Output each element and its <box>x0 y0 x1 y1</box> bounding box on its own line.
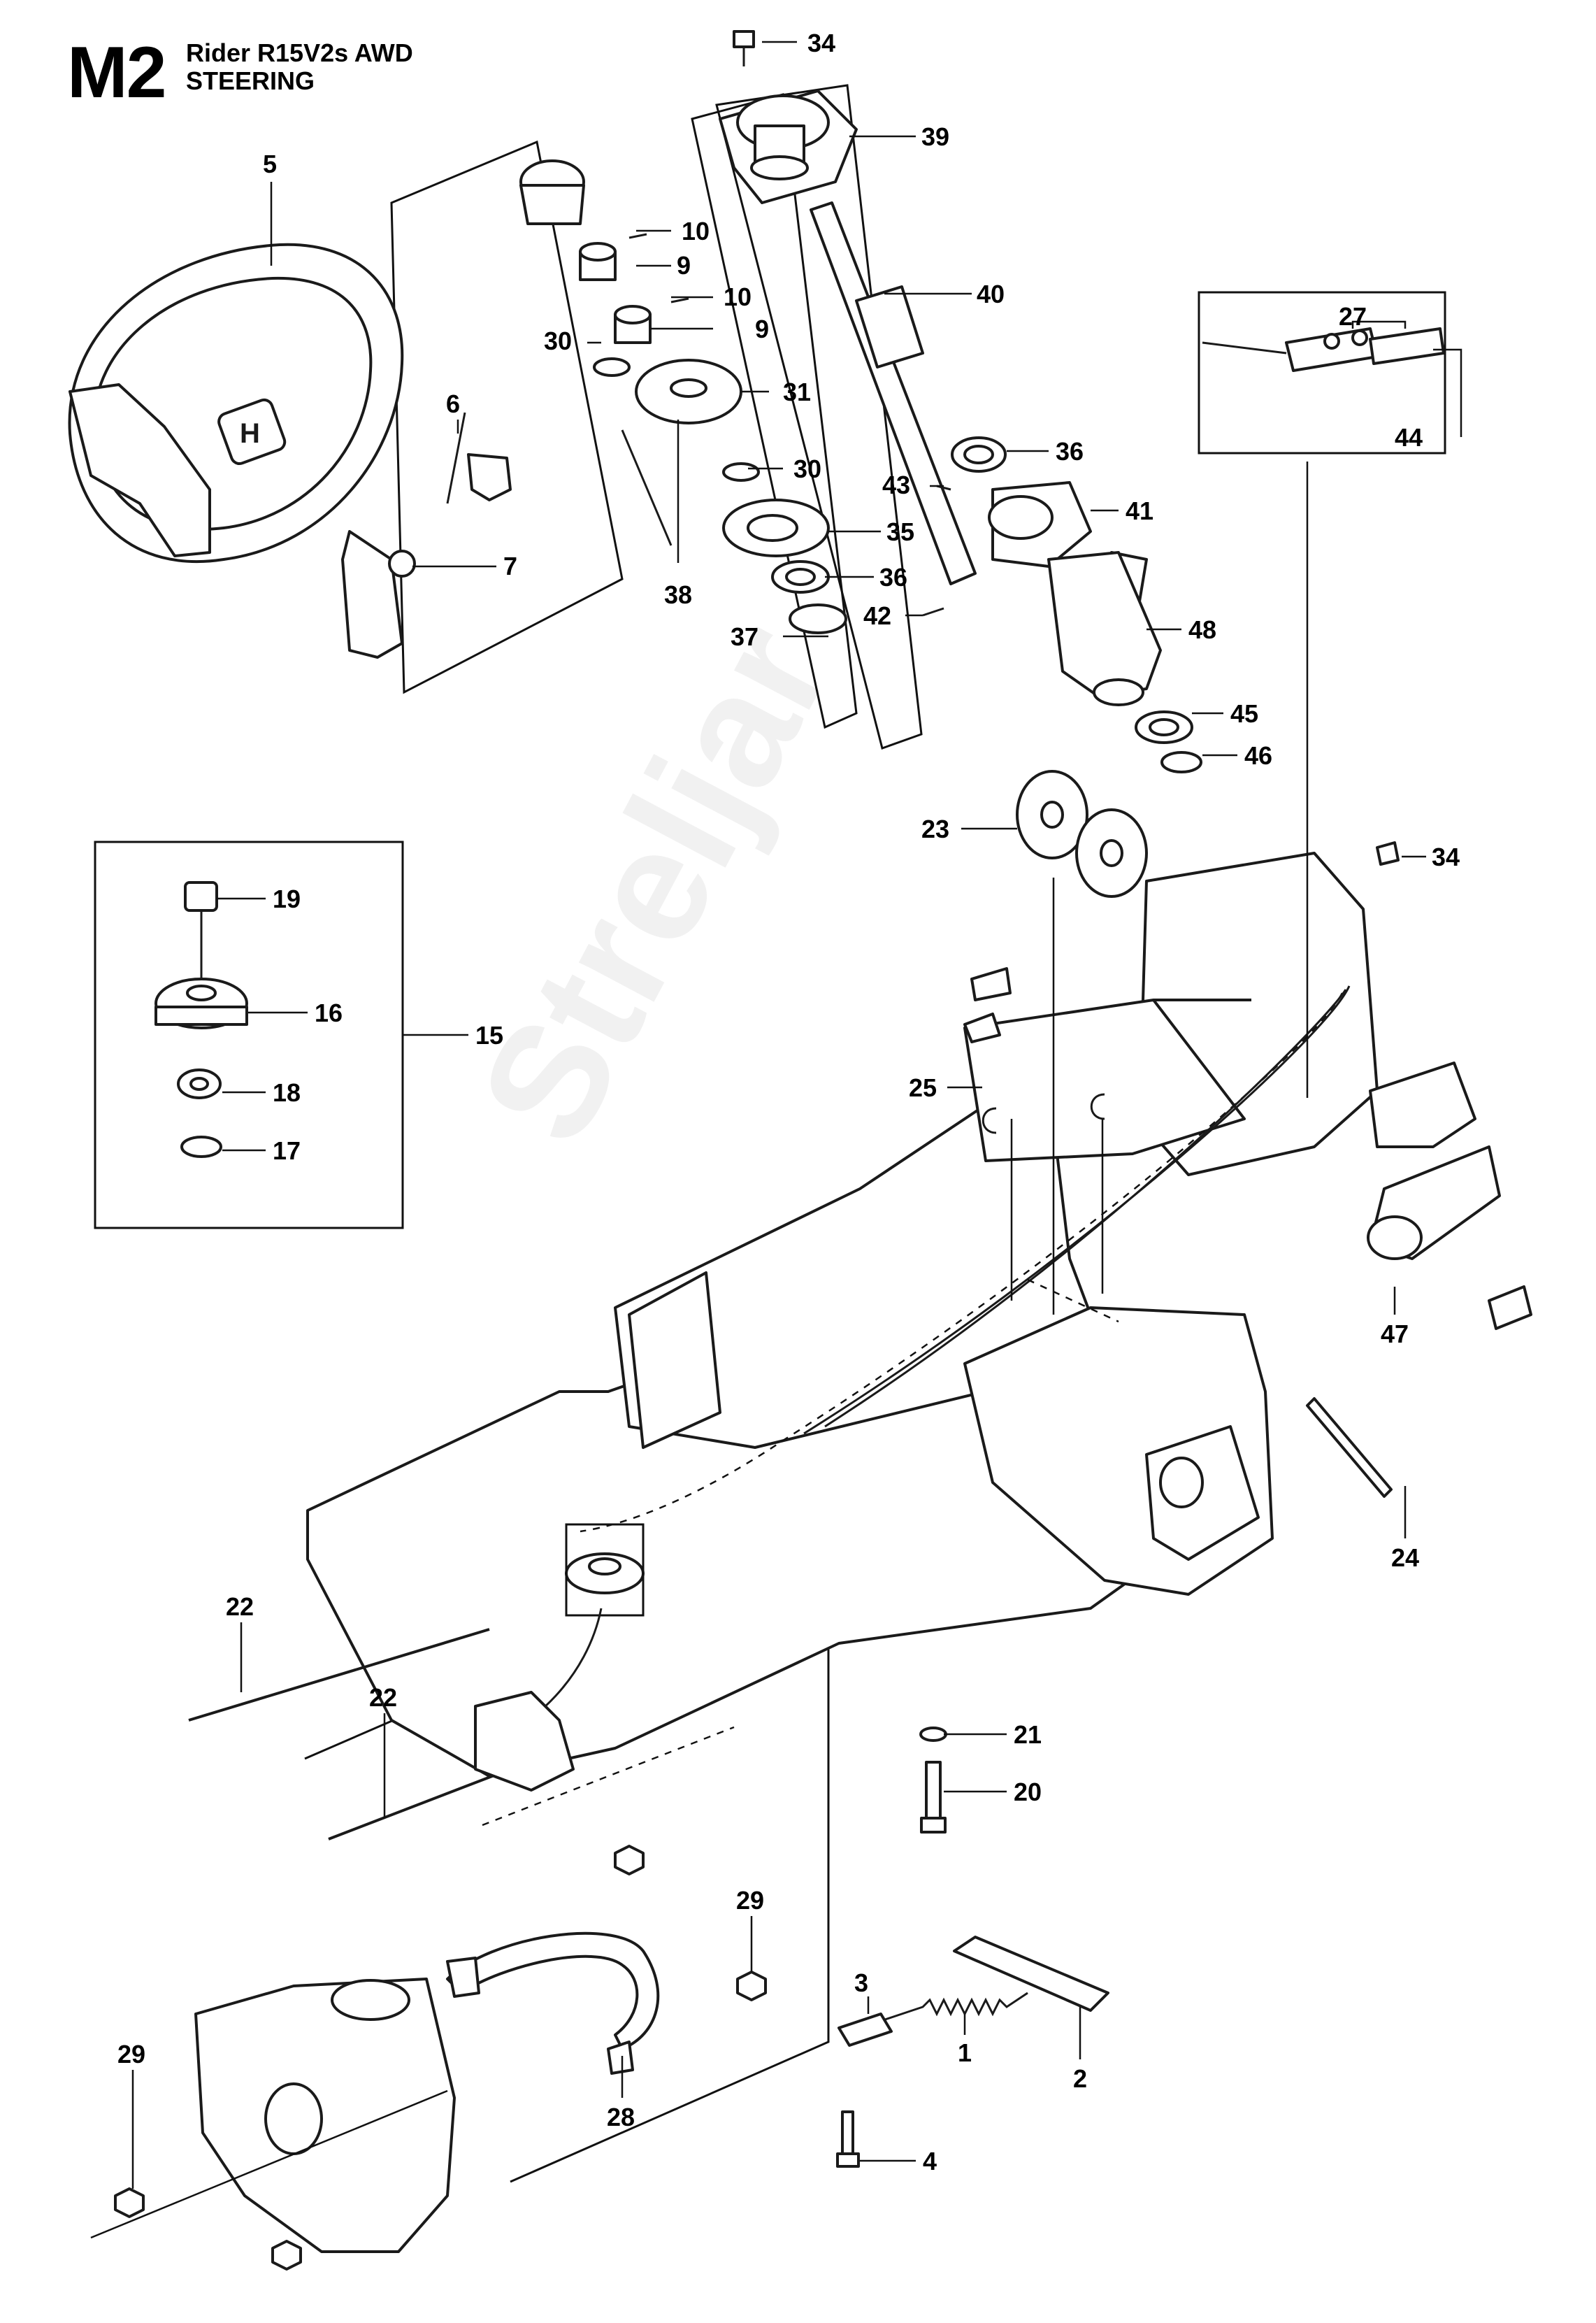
callout-29-left: 29 <box>117 2040 145 2068</box>
pulleys <box>1016 770 1400 898</box>
callout-40: 40 <box>977 280 1005 308</box>
callout-21: 21 <box>1014 1720 1042 1749</box>
callout-22-lower: 22 <box>369 1683 397 1712</box>
callout-38: 38 <box>664 580 692 609</box>
callout-44: 44 <box>1395 423 1423 452</box>
callout-10-lower: 10 <box>724 283 752 311</box>
callout-17: 17 <box>273 1136 301 1165</box>
callout-1: 1 <box>958 2038 972 2067</box>
callout-18: 18 <box>273 1078 301 1107</box>
callout-34-top: 34 <box>807 29 835 57</box>
callout-36-upper: 36 <box>1056 437 1084 466</box>
column-bushings <box>519 159 951 634</box>
callout-31: 31 <box>783 378 811 406</box>
callout-45: 45 <box>1230 699 1258 728</box>
callout-23: 23 <box>921 815 949 843</box>
svg-text:H: H <box>240 418 260 449</box>
watermark: Streljar <box>445 596 863 1170</box>
callout-39: 39 <box>921 122 949 151</box>
callout-20: 20 <box>1014 1778 1042 1806</box>
pulley-location-box <box>565 1523 645 1617</box>
frame <box>306 462 1532 1778</box>
callout-25: 25 <box>909 1073 937 1102</box>
callout-6: 6 <box>446 389 460 418</box>
steering-wheel-box <box>390 140 624 694</box>
callout-43: 43 <box>882 471 910 499</box>
callout-35: 35 <box>886 517 914 546</box>
callout-27: 27 <box>1339 302 1367 331</box>
callout-22-upper: 22 <box>226 1592 254 1621</box>
callout-2: 2 <box>1073 2064 1087 2093</box>
callout-5: 5 <box>263 150 277 178</box>
callout-46: 46 <box>1244 741 1272 770</box>
callout-19: 19 <box>273 885 301 913</box>
model-title: Rider R15V2s AWD <box>186 38 413 67</box>
callout-36-lower: 36 <box>879 563 907 592</box>
callout-30-lower: 30 <box>793 455 821 483</box>
callout-15: 15 <box>475 1021 503 1050</box>
callout-30-upper: 30 <box>544 327 572 355</box>
chain-detail <box>1202 327 1445 372</box>
callout-41: 41 <box>1126 496 1153 525</box>
callout-28: 28 <box>607 2103 635 2131</box>
callout-34-right: 34 <box>1432 843 1460 871</box>
callout-48: 48 <box>1188 615 1216 644</box>
callout-9-lower: 9 <box>755 315 769 343</box>
callout-29-right: 29 <box>736 1886 764 1915</box>
callout-3: 3 <box>854 1968 868 1997</box>
callout-24: 24 <box>1391 1543 1419 1572</box>
leader-lines <box>131 41 1462 2189</box>
callout-4: 4 <box>923 2147 937 2175</box>
steering-column <box>719 30 1202 773</box>
pulley-detail-box <box>94 841 404 1229</box>
callout-10-top: 10 <box>682 217 710 245</box>
callout-16: 16 <box>315 999 343 1027</box>
section-title: STEERING <box>186 66 315 95</box>
callout-7: 7 <box>503 552 517 580</box>
callout-47: 47 <box>1381 1320 1409 1348</box>
callout-labels: 34 39 40 5 10 9 10 9 30 31 6 7 30 43 35 … <box>117 29 1460 2175</box>
callout-9-top: 9 <box>677 251 691 280</box>
lower-assembly <box>90 1608 1109 2271</box>
steering-wheel: H <box>68 243 512 659</box>
page-code: M2 <box>67 32 166 113</box>
callout-37: 37 <box>731 622 759 651</box>
callout-42: 42 <box>863 601 891 630</box>
chain-detail-box <box>1198 291 1446 455</box>
pulley-detail <box>154 881 248 1158</box>
